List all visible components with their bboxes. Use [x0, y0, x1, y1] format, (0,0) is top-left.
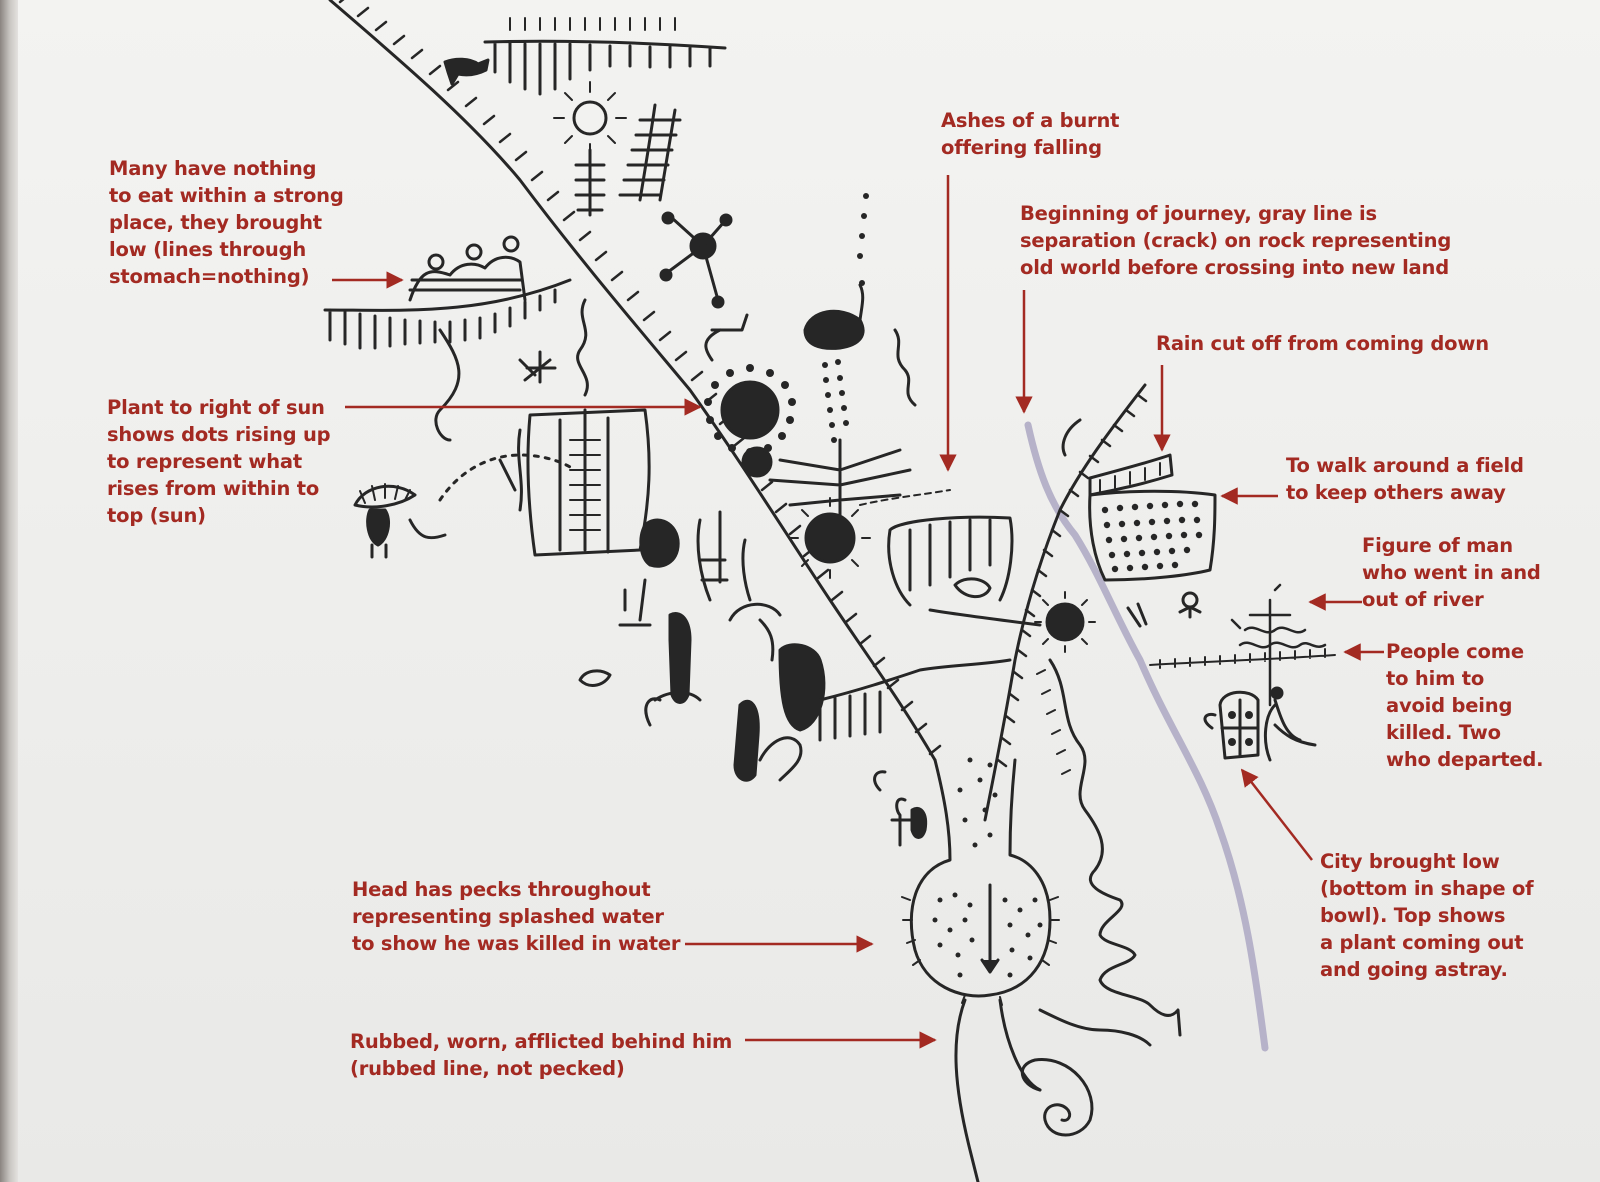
sun-icon — [704, 364, 796, 478]
node-glyph — [659, 211, 733, 309]
hook-glyph — [704, 313, 749, 362]
small-star-glyph — [518, 350, 557, 384]
comb-lower — [758, 690, 882, 782]
river-line — [1048, 658, 1182, 1037]
river-figure — [1230, 583, 1327, 707]
annotation-plant-right-of-sun: Plant to right of sun shows dots rising … — [107, 396, 331, 527]
track-ticks — [338, 0, 942, 756]
annotation-man-in-river: Figure of man who went in and out of riv… — [1362, 534, 1541, 611]
small-figure — [928, 577, 1042, 627]
spiky-sun — [789, 497, 871, 579]
river-ticks — [1036, 669, 1071, 775]
petroglyph-marks — [323, 0, 1336, 1182]
ladder-glyph — [618, 103, 682, 202]
annotation-people-come: People come to him to avoid being killed… — [1386, 640, 1544, 771]
neck-line — [954, 998, 1042, 1182]
comb-box — [887, 515, 1014, 607]
branch-plant — [768, 438, 912, 522]
mushroom-figure — [353, 483, 447, 559]
annotation-ashes: Ashes of a burnt offering falling — [941, 109, 1120, 159]
arc-line — [818, 658, 1012, 702]
dark-small — [910, 806, 928, 839]
sun-icon — [553, 81, 627, 217]
annotation-rubbed-worn: Rubbed, worn, afflicted behind him (rubb… — [350, 1030, 733, 1080]
crack-line — [1024, 421, 1269, 1052]
vine-glyph — [434, 328, 461, 442]
annotation-head-pecks: Head has pecks throughout representing s… — [352, 878, 681, 955]
human-figure-icon — [408, 235, 527, 302]
sun-icon — [1034, 591, 1096, 653]
dark-blob — [639, 518, 680, 568]
dotted-field-icon — [1088, 453, 1217, 582]
animal-figure-icon — [443, 57, 490, 86]
ash-dots — [859, 489, 951, 506]
annotation-rain: Rain cut off from coming down — [1156, 332, 1489, 355]
arrow-a9 — [1240, 768, 1313, 861]
dark-figure-3 — [778, 643, 826, 732]
annotation-strong-place: Many have nothing to eat within a strong… — [109, 157, 344, 288]
squiggle-glyph — [893, 328, 917, 407]
dotted-arc — [438, 453, 577, 502]
stomach-comb — [323, 278, 572, 350]
main-track-line — [328, 0, 937, 762]
right-track-line — [983, 383, 1147, 822]
annotation-city-brought-low: City brought low (bottom in shape of bow… — [1320, 850, 1534, 981]
plant-rectangle — [498, 408, 651, 557]
dotted-head — [901, 757, 1060, 1006]
lower-right-lines — [1038, 1008, 1152, 1047]
spiral-icon — [1021, 1058, 1094, 1137]
bowl-handle — [858, 283, 865, 322]
city-bowl — [1203, 686, 1317, 762]
pod-shape — [644, 602, 782, 727]
right-track-ticks — [996, 393, 1148, 768]
interpretive-panel — [18, 0, 1600, 1182]
annotation-beginning-of-journey: Beginning of journey, gray line is separ… — [1020, 202, 1452, 279]
top-comb — [483, 39, 727, 96]
slash-marks — [1126, 602, 1148, 628]
dark-figure — [668, 612, 692, 704]
people-line — [1149, 648, 1336, 669]
top-ticks — [509, 17, 676, 31]
panel-edge — [0, 0, 18, 1182]
annotation-walk-around-field: To walk around a field to keep others aw… — [1286, 454, 1524, 504]
annotation-arrows — [332, 175, 1384, 1049]
human-figure-icon — [1178, 591, 1202, 619]
bowl-glyph — [803, 309, 865, 350]
cluster-shapes — [578, 510, 752, 687]
dark-figure-2 — [733, 699, 760, 782]
small-arc — [1061, 418, 1082, 457]
dot-column — [822, 193, 869, 443]
human-figure-icon — [873, 770, 914, 847]
zigzag-glyph — [576, 298, 589, 397]
